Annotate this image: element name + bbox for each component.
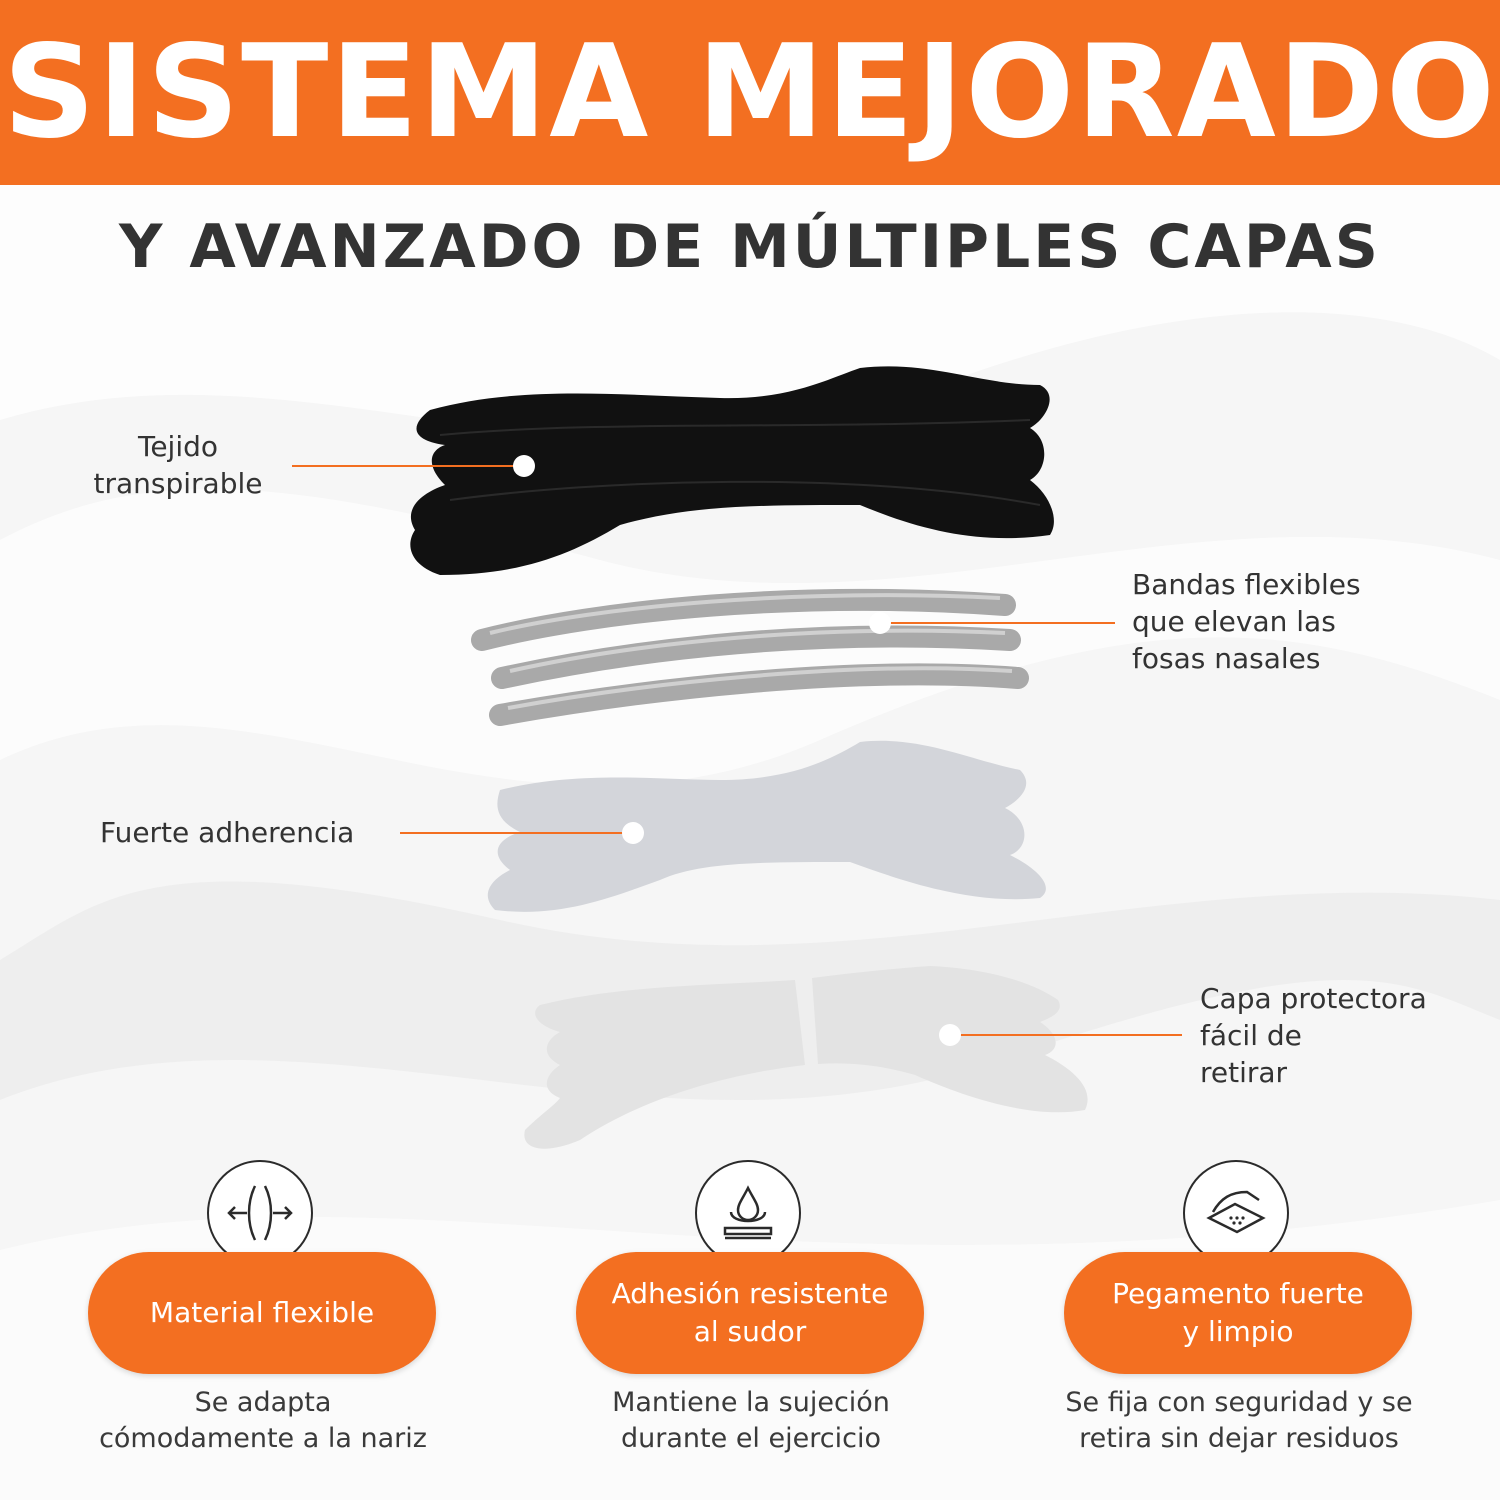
adhesive-label: Fuerte adherencia [100, 816, 355, 849]
liner-callout-dot [939, 1024, 961, 1046]
fabric-layer [410, 366, 1054, 575]
feature-description: Se fija con seguridad y se retira sin de… [1065, 1387, 1413, 1454]
fabric-label: Tejido transpirable [93, 430, 263, 500]
feature-title: Material flexible [149, 1296, 375, 1329]
feature-description: Se adapta cómodamente a la nariz [99, 1387, 427, 1454]
subtitle: Y AVANZADO DE MÚLTIPLES CAPAS [119, 212, 1381, 282]
compress-arrows-icon [207, 1160, 313, 1266]
header-banner: SISTEMA MEJORADO [0, 0, 1500, 185]
flexible-bands-layer [471, 588, 1029, 726]
adhesive-callout-dot [622, 822, 644, 844]
protective-liner-layer [524, 966, 1088, 1149]
bands-label: Bandas flexibles que elevan las fosas na… [1132, 568, 1361, 675]
feature-description: Mantiene la sujeción durante el ejercici… [612, 1387, 890, 1454]
adhesive-layer [487, 740, 1046, 912]
adhesive-layers-icon [1183, 1160, 1289, 1266]
water-drop-icon [695, 1160, 801, 1266]
fabric-callout-dot [513, 455, 535, 477]
banner-title: SISTEMA MEJORADO [3, 17, 1497, 167]
feature-title: Adhesión resistente al sudor [611, 1277, 889, 1348]
feature-title-pill: Adhesión resistente al sudor [576, 1252, 924, 1374]
liner-label: Capa protectora fácil de retirar [1200, 982, 1427, 1089]
bands-callout-dot [869, 612, 891, 634]
feature-title: Pegamento fuerte y limpio [1112, 1277, 1364, 1348]
feature-title-pill: Pegamento fuerte y limpio [1064, 1252, 1412, 1374]
feature-title-pill: Material flexible [88, 1252, 436, 1374]
